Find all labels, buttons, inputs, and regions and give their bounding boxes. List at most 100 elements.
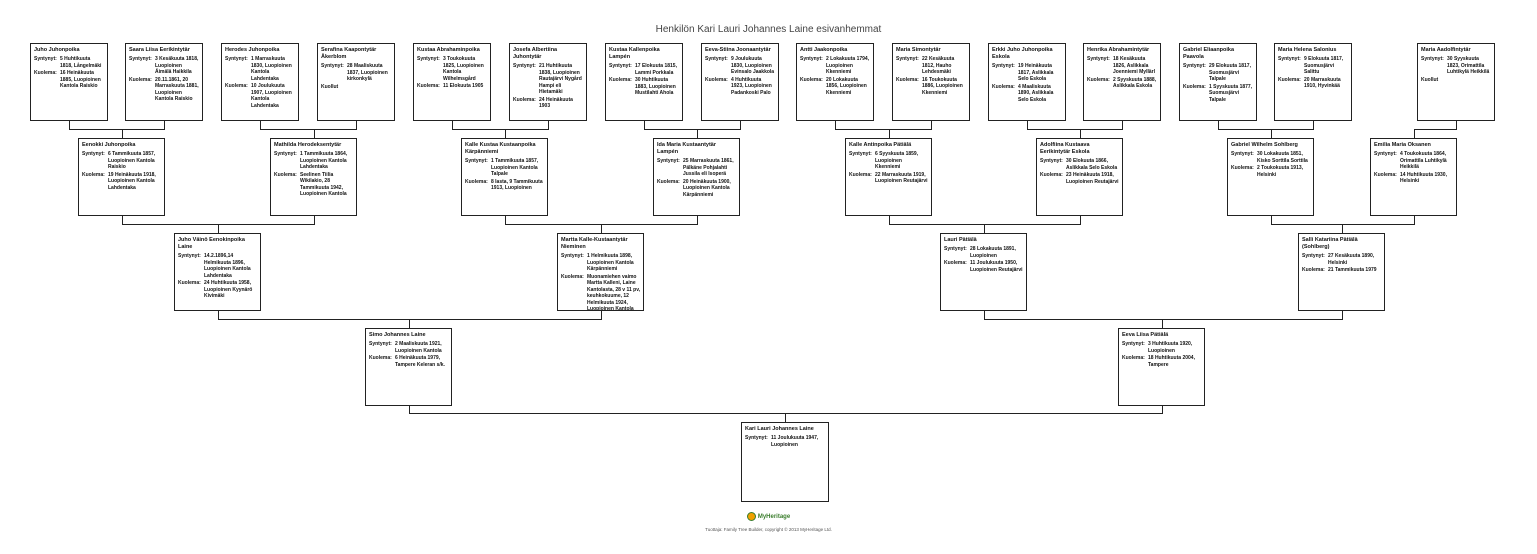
event-value: 1 Helmikuuta 1898, Luopioinen Kantola Kä…: [587, 253, 634, 273]
event-value: 24 Heinäkuuta 1903: [539, 96, 573, 110]
event-row: Kuolema:24 Heinäkuuta 1903: [513, 97, 583, 110]
event-label: Syntynyt:: [561, 253, 584, 260]
event-value: 6 Heinäkuuta 1979, Tampere Keleran s/k.: [395, 355, 445, 368]
person-name: Eeva Liisa Pätiälä: [1122, 332, 1169, 338]
person-name: Kustaa Kallenpoika Lampén: [609, 47, 660, 61]
person-name: Herodes Juhonpoika: [225, 47, 280, 53]
event-value: 6 Syyskuuta 1859, Luopioinen Kkenniemi: [875, 151, 919, 171]
event-value: 28 Maaliskuuta 1837, Luopioinen kirkonky…: [347, 63, 388, 83]
event-label: Syntynyt:: [465, 158, 488, 165]
event-value: 2 Maaliskuuta 1921, Luopioinen Kantola: [395, 341, 442, 354]
event-value: 9 Elokuuta 1817, Suomusjärvi Salittu: [1304, 56, 1344, 76]
event-label: Kuolema:: [1278, 76, 1301, 83]
event-value: 3 Huhtikuuta 1920, Luopioinen: [1148, 341, 1193, 354]
event-row: Kuolema:4 Huhtikuuta 1923, Luopioinen Pa…: [705, 77, 775, 97]
event-value: [347, 84, 391, 91]
event-label: Syntynyt:: [1087, 56, 1110, 63]
connector-vertical: [122, 129, 123, 138]
event-value: 8 Iasta, 9 Tammikuuta 1913, Luopioinen: [491, 178, 543, 192]
connector-vertical: [1271, 216, 1272, 224]
event-row: Syntynyt:28 Maaliskuuta 1837, Luopioinen…: [321, 63, 391, 83]
event-label: Kuollut: [1421, 76, 1439, 83]
connector-vertical: [740, 121, 741, 129]
person-name: Antti Jaakonpoika: [800, 47, 848, 53]
event-label: Syntynyt:: [1183, 63, 1206, 70]
event-label: Kuolema:: [1302, 267, 1325, 274]
event-row: Syntynyt:3 Toukokuuta 1825, Luopioinen K…: [417, 56, 487, 82]
event-label: Kuolema:: [1183, 83, 1206, 90]
person-name: Kalle Antinpoika Pätiälä: [849, 142, 912, 148]
event-row: Kuolema:Muonamiehen vaimo Martta Kalleni…: [561, 273, 640, 311]
event-value: 4 Huhtikuuta 1923, Luopioinen Padankoski…: [731, 76, 772, 96]
event-value: Muonamiehen vaimo Martta Kalleni, Laine …: [587, 273, 640, 311]
connector-vertical: [505, 129, 506, 138]
connector-horizontal: [218, 319, 602, 320]
event-value: [1447, 77, 1491, 84]
event-value: 19 Heinäkuuta 1918, Luopioinen Kantola L…: [108, 171, 156, 191]
connector-vertical: [984, 224, 985, 233]
event-label: Syntynyt:: [1374, 151, 1397, 158]
connector-horizontal: [1271, 224, 1415, 225]
event-row: Kuolema:20.11.1861, 20 Marraskuuta 1881,…: [129, 77, 199, 103]
event-label: Kuolema:: [417, 83, 440, 90]
person-card-p4: Salli Katariina Pätiälä (Sohlberg)Syntyn…: [1298, 233, 1385, 311]
connector-vertical: [601, 224, 602, 233]
event-row: Kuolema:Seelinen Tiilia Wikilakio, 28 Ta…: [274, 172, 353, 198]
event-value: 1 Tammikuuta 1864, Luopioinen Kantola La…: [300, 151, 348, 171]
event-value: 28 Lokakuuta 1891, Luopioinen: [970, 246, 1016, 259]
connector-vertical: [644, 121, 645, 129]
person-name: Eeva-Stiina Joonaantytär: [705, 47, 771, 53]
person-name: Kalle Kustaa Kustaanpoika Kärpänniemi: [465, 142, 536, 156]
event-label: Kuolema:: [1231, 165, 1254, 172]
event-row: Kuolema:6 Heinäkuuta 1979, Tampere Keler…: [369, 355, 448, 368]
connector-vertical: [505, 216, 506, 224]
event-row: Kuolema:21 Tammikuuta 1979: [1302, 267, 1381, 274]
event-value: 30 Syyskuuta 1823, Orimattila Luhtikylä …: [1447, 56, 1490, 76]
person-name: Josefa Albertiina Juhontytär: [513, 47, 558, 61]
event-label: Kuolema:: [800, 76, 823, 83]
event-label: Kuolema:: [561, 273, 584, 280]
connector-horizontal: [69, 129, 165, 130]
connector-horizontal: [409, 413, 1163, 414]
connector-vertical: [356, 121, 357, 129]
connector-vertical: [409, 319, 410, 328]
event-label: Kuolema:: [849, 171, 872, 178]
connector-vertical: [1080, 129, 1081, 138]
event-value: 30 Lokakuuta 1851, Kisko Sorttila Sortti…: [1257, 151, 1308, 164]
person-name: Adolfiina Kustaava Eerikintytär Eskola: [1040, 142, 1090, 156]
event-value: 17 Elokuuta 1815, Lammi Porkkala: [635, 63, 677, 76]
event-label: Syntynyt:: [34, 56, 57, 63]
connector-vertical: [409, 406, 410, 413]
event-row: Syntynyt:27 Kesäkuuta 1890, Helsinki: [1302, 253, 1381, 266]
connector-vertical: [785, 413, 786, 422]
event-label: Kuolema:: [34, 70, 57, 77]
event-row: Kuolema:16 Toukokuuta 1886, Luopioinen K…: [896, 77, 966, 97]
event-row: Syntynyt:11 Joulukuuta 1947, Luopioinen: [745, 435, 825, 448]
event-row: Kuolema:4 Maaliskuuta 1890, Aslikkala Se…: [992, 84, 1062, 104]
event-row: Kuolema:10 Joulukuuta 1907, Luopioinen K…: [225, 83, 295, 109]
connector-horizontal: [1218, 129, 1314, 130]
connector-vertical: [314, 129, 315, 138]
event-row: Kuolema:11 Elokuuta 1905: [417, 83, 487, 90]
event-row: Syntynyt:6 Tammikuuta 1857, Luopioinen K…: [82, 151, 161, 171]
event-label: Syntynyt:: [1302, 253, 1325, 260]
person-name: Mathilda Herodeksentytär: [274, 142, 342, 148]
event-value: 14 Huhtikuuta 1930, Helsinki: [1400, 171, 1447, 185]
connector-vertical: [1080, 216, 1081, 224]
event-value: 1 Marraskuuta 1830, Luopioinen Kantola L…: [251, 56, 292, 82]
footer-copyright: Tuottaja: Family Tree Builder, copyright…: [705, 527, 832, 532]
event-row: Syntynyt:2 Maaliskuuta 1921, Luopioinen …: [369, 341, 448, 354]
